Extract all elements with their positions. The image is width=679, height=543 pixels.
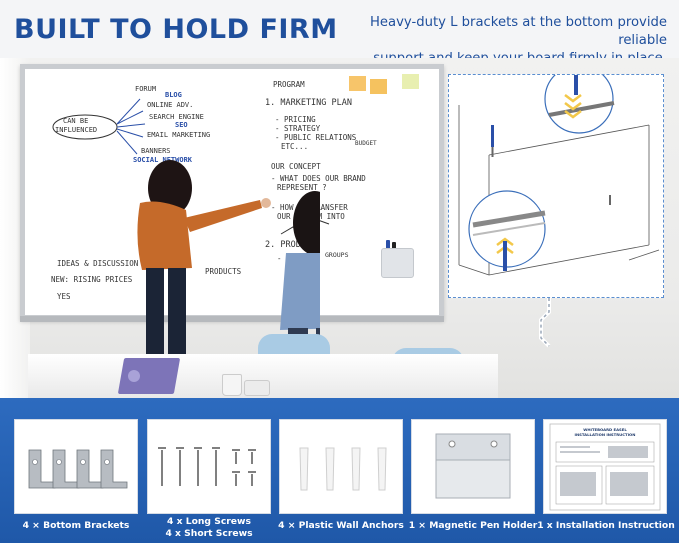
- mindmap-branch-7: SOCIAL NETWORK: [133, 156, 193, 164]
- pen-holder-icon: [435, 433, 511, 499]
- whiteboard: CAN BE INFLUENCED FORUM BLOG ONLINE ADV.…: [20, 64, 444, 320]
- whiteboard-tray: [20, 316, 444, 322]
- caption-screws: 4 x Long Screws 4 x Short Screws: [165, 516, 253, 539]
- mindmap-branch-5: EMAIL MARKETING: [147, 131, 210, 139]
- marker-blue-cap: [386, 240, 390, 250]
- notes-line-6: - WHAT DOES OUR BRAND: [271, 174, 366, 183]
- caption-pen-holder: 1 × Magnetic Pen Holder: [408, 520, 538, 531]
- mindmap-branch-0: FORUM: [135, 85, 156, 93]
- notes-header: PROGRAM: [273, 80, 305, 89]
- notes-mid-right: BUDGET: [355, 140, 377, 147]
- mindmap-center-line2: INFLUENCED: [55, 126, 97, 134]
- mindmap-branch-2: ONLINE ADV.: [147, 101, 193, 109]
- accessory-card-brackets: [14, 419, 138, 514]
- accessory-card-anchors: [279, 419, 403, 514]
- notes-line-4: ETC...: [281, 142, 308, 151]
- whiteboard-writing: CAN BE INFLUENCED FORUM BLOG ONLINE ADV.…: [51, 80, 377, 301]
- pencil-cup: [222, 374, 242, 396]
- office-scene-photo: CAN BE INFLUENCED FORUM BLOG ONLINE ADV.…: [0, 58, 679, 398]
- subhead-line-1: Heavy-duty L brackets at the bottom prov…: [369, 15, 667, 48]
- notes-mid-right-2: GROUPS: [325, 251, 349, 259]
- manual-title-2: INSTALLATION INSTRUCTION: [575, 432, 636, 437]
- mindmap-branch-3: SEARCH ENGINE: [149, 113, 204, 121]
- marker-black-cap: [392, 242, 396, 252]
- lower-line-2: YES: [57, 292, 71, 301]
- l-bracket-icon: [28, 449, 128, 489]
- caption-instruction: 1 x Installation Instruction: [537, 520, 675, 531]
- mindmap-center-line1: CAN BE: [63, 117, 88, 125]
- diagram-drawing: [458, 64, 660, 276]
- sticky-note-orange: [349, 76, 366, 91]
- bracket-installation-diagram: [448, 64, 664, 298]
- caption-brackets: 4 × Bottom Brackets: [22, 520, 130, 531]
- sticky-note-orange-2: [370, 79, 387, 94]
- sticky-note-green: [402, 74, 419, 89]
- mindmap-branch-4: SEO: [175, 121, 188, 129]
- notes-line-1: - PRICING: [275, 115, 316, 124]
- notes-line-3: - PUBLIC RELATIONS: [275, 133, 357, 142]
- screw-icon: [158, 447, 256, 486]
- notes-line-10: 2. PRODUCT: [265, 240, 316, 250]
- accessory-card-instruction: WHITEBOARD EASEL INSTALLATION INSTRUCTIO…: [543, 419, 667, 514]
- notes-line-0: 1. MARKETING PLAN: [265, 98, 352, 108]
- mindmap-branch-6: BANNERS: [141, 147, 171, 155]
- accessory-card-screws: [147, 419, 271, 514]
- potted-plant: [244, 380, 270, 396]
- laptop-logo-icon: [128, 370, 140, 382]
- notes-line-5: OUR CONCEPT: [271, 162, 321, 171]
- pen-holder-on-board: [381, 248, 414, 278]
- notes-line-2: - STRATEGY: [275, 124, 321, 133]
- headline: BUILT TO HOLD FIRM: [14, 14, 338, 45]
- lower-line-1: NEW: RISING PRICES: [51, 275, 133, 284]
- caption-anchors: 4 × Plastic Wall Anchors: [278, 520, 404, 531]
- manual-title-1: WHITEBOARD EASEL: [583, 427, 627, 432]
- manual-icon: WHITEBOARD EASEL INSTALLATION INSTRUCTIO…: [549, 423, 661, 511]
- diagram-connector: [539, 298, 551, 348]
- mindmap-branch-1: BLOG: [165, 91, 182, 99]
- accessory-card-pen-holder: [411, 419, 535, 514]
- notes-line-7: REPRESENT ?: [277, 183, 327, 192]
- lower-line-0: IDEAS & DISCUSSION: [57, 259, 138, 268]
- wall-anchor-icon: [299, 447, 387, 491]
- top-banner: BUILT TO HOLD FIRM Heavy-duty L brackets…: [0, 0, 679, 66]
- lower-right: PRODUCTS: [205, 267, 242, 276]
